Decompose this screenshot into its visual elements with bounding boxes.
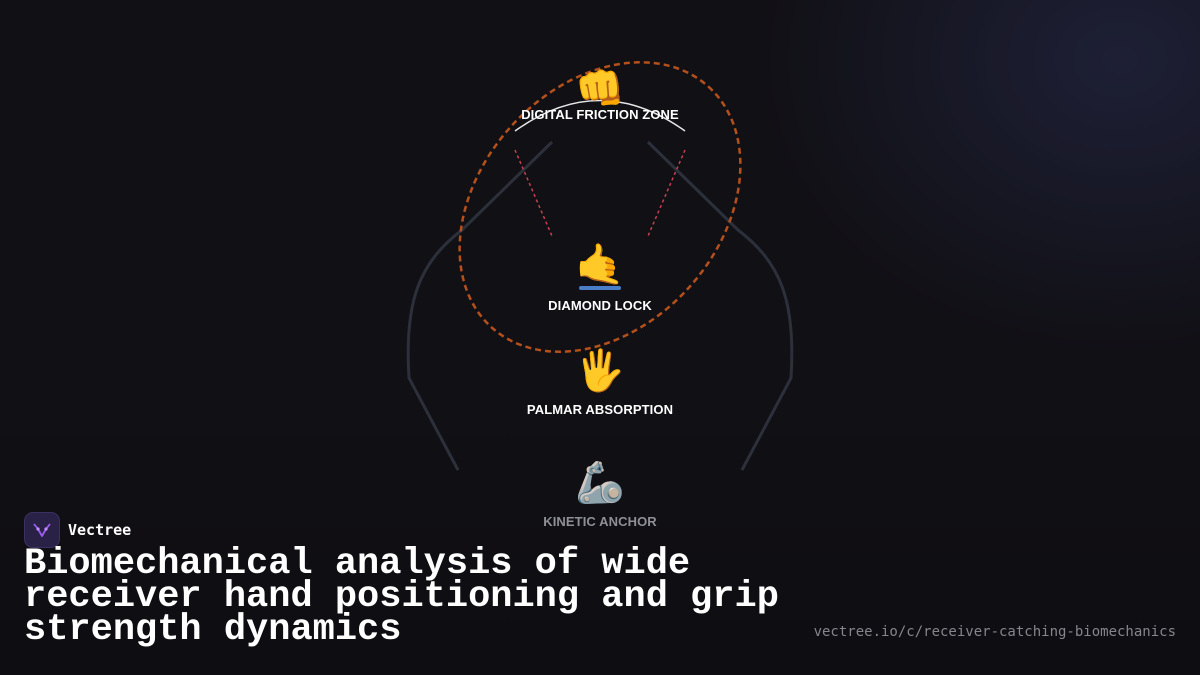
friction-arc: [514, 99, 686, 132]
grip-zone-ellipse: [458, 61, 742, 353]
page-title: Biomechanical analysis of wide receiver …: [24, 543, 779, 651]
node-label: KINETIC ANCHOR: [543, 514, 657, 529]
mechanical-arm-icon: 🦾: [575, 461, 625, 505]
call-me-hand-icon: 🤙: [575, 243, 625, 287]
node-palmar-absorption: 🖐 PALMAR ABSORPTION: [480, 348, 720, 417]
friction-guide-left: [514, 149, 553, 237]
diamond-lock-bar: [579, 286, 621, 290]
brand: Vectree: [24, 512, 131, 548]
node-kinetic-anchor: 🦾 KINETIC ANCHOR: [480, 460, 720, 529]
node-label: DIAMOND LOCK: [548, 298, 652, 313]
node-digital-friction-zone: 👊 DIGITAL FRICTION ZONE: [480, 66, 720, 122]
brand-name: Vectree: [68, 521, 132, 539]
source-url[interactable]: vectree.io/c/receiver-catching-biomechan…: [813, 624, 1176, 640]
silhouette-right: [646, 140, 794, 471]
silhouette-left: [406, 140, 554, 471]
node-label: PALMAR ABSORPTION: [526, 402, 674, 417]
node-label: DIGITAL FRICTION ZONE: [521, 107, 679, 122]
node-diamond-lock: 🤙 DIAMOND LOCK: [480, 242, 720, 313]
fist-icon: 👊: [575, 67, 625, 111]
friction-guide-right: [647, 149, 686, 237]
vectree-logo-icon: [24, 512, 60, 548]
open-hand-icon: 🖐: [575, 349, 625, 393]
